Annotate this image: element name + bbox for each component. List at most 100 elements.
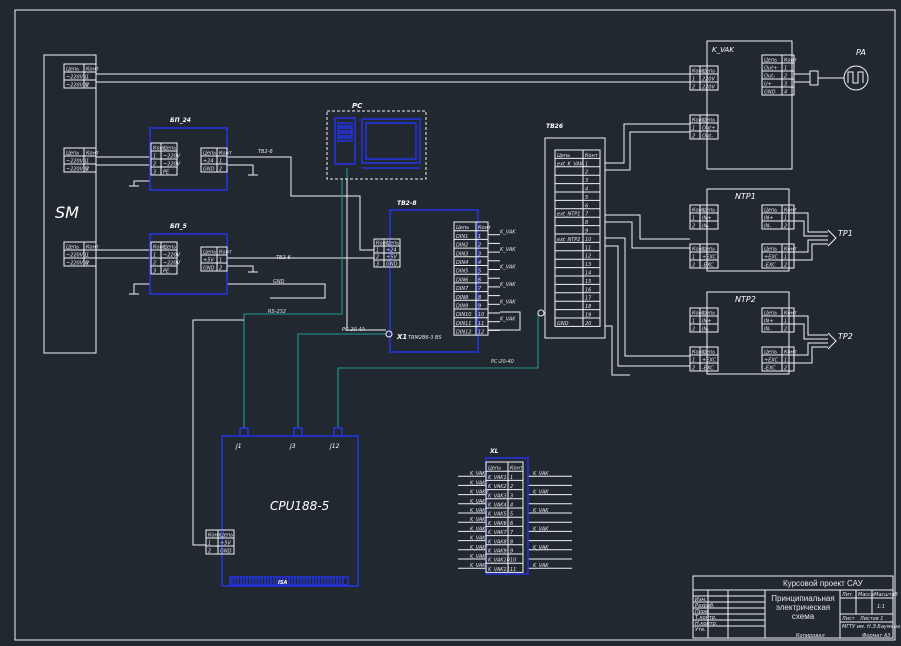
bp5_out-cell: +5V bbox=[203, 258, 214, 264]
tb26-ntp1-1 bbox=[605, 214, 690, 240]
ntp2_d-cell: -EXC bbox=[764, 366, 776, 372]
kvak_ctl-header: Конт bbox=[692, 118, 706, 124]
pa-connector bbox=[809, 70, 819, 86]
tp1-sensor bbox=[827, 229, 837, 247]
title-row-label: Т.контр. bbox=[695, 615, 717, 621]
tb26-cell: ext_K_VAK bbox=[557, 161, 584, 167]
tb28_io-header: Конт bbox=[478, 225, 492, 231]
ntp2_b-table bbox=[761, 307, 795, 333]
cpu_conn-cell: GND bbox=[220, 549, 232, 555]
tp1-wire-4 bbox=[794, 243, 828, 261]
ntp2_d-cell: 2 bbox=[784, 366, 787, 372]
bp5_in-cell: 1 bbox=[153, 253, 156, 259]
ntp1_b-table bbox=[761, 204, 795, 230]
ntp2_d-header: Конт bbox=[784, 350, 798, 356]
pc-tower bbox=[334, 117, 356, 165]
ntp1_b-cell: 1 bbox=[784, 216, 787, 222]
title-row-label: Н.контр. bbox=[695, 621, 717, 627]
xl_table-cell: K_VAK5 bbox=[488, 512, 507, 518]
wire-gnd bbox=[227, 283, 326, 299]
x1-connector bbox=[385, 330, 393, 338]
tb28_in-cell: +24 bbox=[386, 248, 397, 254]
ntp2_b-cell: IN- bbox=[764, 327, 771, 333]
xl_table-cell: K_VAK4 bbox=[488, 503, 507, 509]
isa-label: ISA bbox=[278, 580, 287, 586]
bp5_in-cell: 2 bbox=[153, 261, 156, 267]
wires bbox=[96, 73, 844, 569]
ntp2_d-cell: +EXC bbox=[764, 358, 779, 364]
bp_table-header: Цепь bbox=[66, 151, 79, 157]
xl_table-cell: 9 bbox=[510, 549, 513, 555]
tb26-cell: 13 bbox=[585, 262, 591, 268]
cable-pc2040a bbox=[297, 333, 386, 428]
cpu_conn-header: Цепь bbox=[220, 533, 233, 539]
tb26-kvak-2 bbox=[605, 131, 690, 171]
bp5-title: БП_5 bbox=[170, 223, 187, 230]
kvak_out-cell: 4 bbox=[784, 90, 787, 96]
xl_table-cell: 10 bbox=[510, 558, 516, 564]
tb28_io-cell: DIN4 bbox=[456, 260, 468, 266]
bp24_out-cell: 2 bbox=[219, 167, 222, 173]
format-label: Формат А3 bbox=[862, 633, 890, 639]
tb28-return bbox=[488, 311, 521, 331]
kvak_out-header: Конт bbox=[784, 58, 798, 64]
kvak_out-cell: Out- bbox=[764, 74, 775, 80]
bp24-gnd bbox=[227, 164, 254, 175]
sm-block bbox=[43, 54, 97, 354]
tb28_io-cell: DIN2 bbox=[456, 243, 468, 249]
sheets-label: Листов 1 bbox=[859, 616, 883, 622]
bp5_in-header: Цепь bbox=[163, 245, 176, 251]
bp5_in-header: Конт bbox=[153, 245, 167, 251]
tb26-cell: 2 bbox=[585, 170, 588, 176]
xl-left-label: K_VAK bbox=[470, 554, 486, 560]
xl_table-cell: K_VAK10 bbox=[488, 558, 510, 564]
tb28_in-header: Цепь bbox=[386, 241, 399, 247]
kvak_ctl-cell: Out+ bbox=[702, 126, 715, 132]
pa-label: PA bbox=[856, 48, 866, 57]
ntp2_c-cell: 2 bbox=[692, 366, 695, 372]
tb26-cell: 1 bbox=[585, 161, 588, 167]
cpu-power-wire bbox=[192, 319, 244, 546]
isa-connector bbox=[229, 576, 349, 586]
ntp2-block bbox=[706, 291, 790, 375]
ntp1_a-cell: 2 bbox=[692, 224, 695, 230]
tp1-wire-1 bbox=[794, 212, 828, 233]
ntp2_b-header: Конт bbox=[784, 311, 798, 317]
tb28_io-cell: DIN11 bbox=[456, 321, 471, 327]
kvak_ctl-cell: Out- bbox=[702, 134, 713, 140]
tb28_io-header: Цепь bbox=[456, 225, 469, 231]
bp_table-cell: 2 bbox=[86, 261, 89, 267]
tp2-label: TP2 bbox=[838, 332, 853, 341]
x1-label: X1 bbox=[396, 333, 407, 341]
xl-left-label: K_VAK bbox=[470, 508, 486, 514]
tb28_io-cell: 8 bbox=[478, 295, 481, 301]
title-line1: Принципиальная bbox=[771, 594, 834, 603]
org-label: МГТУ им. Н.Э.Баумана гр. РЛ6-72 bbox=[842, 624, 901, 630]
xl_table-cell: K_VAK1 bbox=[488, 475, 507, 481]
xl_table-cell: K_VAK2 bbox=[488, 484, 507, 490]
pa-pulse bbox=[847, 71, 864, 84]
kvak_out-cell: 3 bbox=[784, 82, 787, 88]
ntp2_c-header: Цепь bbox=[702, 350, 715, 356]
ntp1_b-header: Конт bbox=[784, 208, 798, 214]
tb28-out-label: K_VAK bbox=[500, 265, 516, 271]
tb26-cell: 16 bbox=[585, 287, 591, 293]
xl_table-cell: 3 bbox=[510, 493, 513, 499]
tb26-ntp2-1 bbox=[605, 237, 690, 357]
bp5_in-cell: PE bbox=[163, 269, 170, 275]
kvak_ctl-cell: 2 bbox=[692, 134, 695, 140]
ntp2_c-header: Конт bbox=[692, 350, 706, 356]
bp24_out-cell: +24 bbox=[203, 159, 214, 165]
ntp2_a-cell: 1 bbox=[692, 319, 695, 325]
tb28_io-cell: DIN10 bbox=[456, 312, 471, 318]
title-line2: электрическая bbox=[776, 603, 830, 612]
ntp1_a-table bbox=[689, 204, 719, 230]
xl-left-label: K_VAK bbox=[470, 545, 486, 551]
j1-connector bbox=[239, 427, 249, 437]
kvak_out-cell: 2 bbox=[784, 74, 787, 80]
bp_table-cell: ~220V L bbox=[66, 253, 88, 259]
ntp1_d-cell: 1 bbox=[784, 255, 787, 261]
tb28_in-cell: 1 bbox=[376, 248, 379, 254]
tb28_in-header: Конт bbox=[376, 241, 390, 247]
